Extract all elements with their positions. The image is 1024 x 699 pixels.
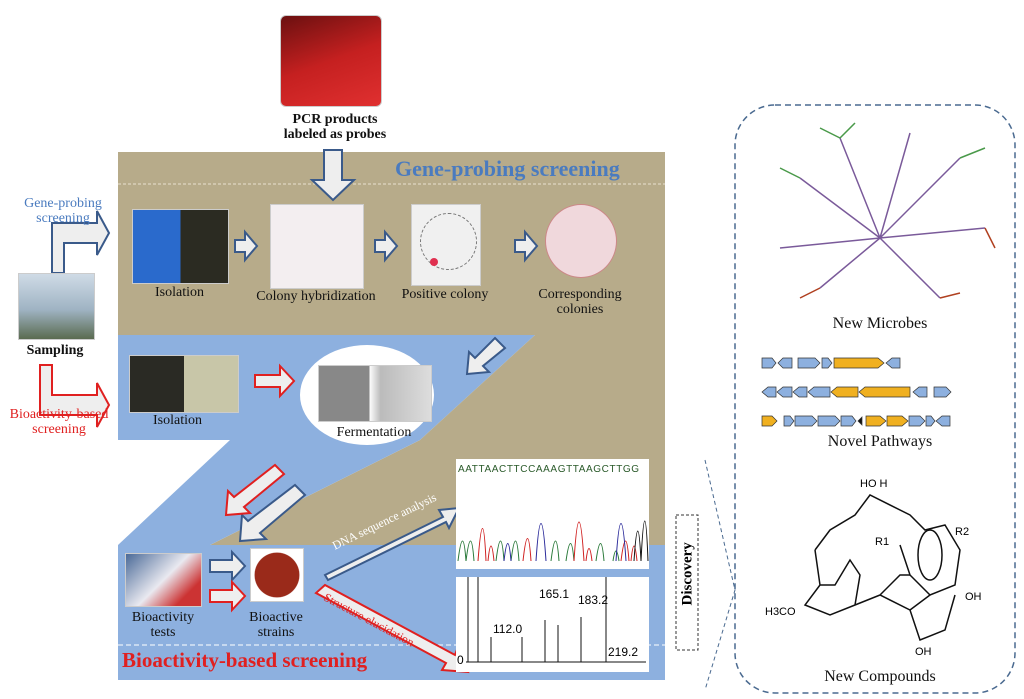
positive-colony-image (411, 204, 481, 286)
discovery-panel (734, 104, 1016, 694)
isolation-plate-image (132, 209, 229, 284)
bioactivity-isolation-label: Isolation (153, 413, 202, 428)
novel-pathways-label: Novel Pathways (827, 433, 933, 450)
new-microbes-label: New Microbes (832, 315, 928, 332)
fermentation-image (318, 365, 432, 422)
discovery-box (675, 514, 699, 651)
strains-line2: strains (257, 625, 295, 640)
phylogenetic-tree (779, 122, 996, 299)
pcr-machine-image (280, 15, 382, 107)
pcr-label-line1: PCR products (292, 112, 378, 127)
peak-label-4: 219.2 (608, 645, 639, 659)
gene-probing-side-line2: screening (36, 211, 90, 226)
compound-structure: HO H R2 R1 H3CO OH OH (765, 478, 982, 658)
svg-text:H3CO: H3CO (765, 606, 796, 618)
strains-line1: Bioactive (249, 610, 303, 625)
bioactivity-tests-image (125, 553, 202, 607)
peak-label-3: 183.2 (578, 593, 609, 607)
sampling-label: Sampling (26, 343, 84, 358)
svg-text:OH: OH (915, 646, 932, 658)
svg-text:OH: OH (965, 591, 982, 603)
chromatogram-peaks (457, 520, 649, 562)
blue-diagonal-panel (118, 440, 420, 545)
probe-down-arrow-icon (309, 149, 357, 202)
bioactivity-side-line1: Bioactivity-based (9, 407, 109, 422)
discovery-label: Discovery (679, 542, 696, 606)
bioactivity-arrow-icon (39, 364, 111, 428)
pcr-label-line2: labeled as probes (283, 127, 387, 142)
fermentation-label: Fermentation (336, 425, 412, 440)
bioactivity-isolation-image (129, 355, 239, 413)
axis-zero: 0 (457, 653, 464, 667)
bioactive-strains-image (250, 548, 304, 602)
gene-cluster-arrows (761, 357, 952, 427)
dna-sequence: AATTAACTTCCAAAGTTAAGCTTGG (458, 464, 640, 475)
tests-line2: tests (150, 625, 176, 640)
red-step-arrows-icon (209, 363, 470, 674)
step-colony-hybridization-label: Colony hybridization (256, 289, 376, 304)
dna-arrow-icon (323, 506, 461, 582)
svg-text:R1: R1 (875, 536, 889, 548)
gene-probing-side-line1: Gene-probing (24, 196, 102, 211)
peak-label-1: 112.0 (493, 622, 523, 636)
corresponding-colonies-image (545, 204, 617, 278)
bioactivity-side-line2: screening (32, 422, 86, 437)
gene-probing-title: Gene-probing screening (395, 156, 620, 181)
step-isolation-label: Isolation (155, 285, 204, 300)
peak-label-2: 165.1 (539, 587, 570, 601)
mass-spectrum: 112.0 165.1 183.2 219.2 0 (456, 577, 649, 672)
colony-hybridization-image (270, 204, 364, 289)
svg-text:R2: R2 (955, 526, 969, 538)
step-corresponding-colonies-label: Corresponding colonies (538, 287, 622, 317)
dna-chromatogram: AATTAACTTCCAAAGTTAAGCTTGG (456, 459, 649, 569)
bioactivity-title: Bioactivity-based screening (122, 648, 368, 672)
svg-text:HO H: HO H (860, 478, 888, 490)
sampling-photo (18, 273, 95, 340)
step-positive-colony-label: Positive colony (401, 287, 489, 302)
tests-line1: Bioactivity (131, 610, 195, 625)
discovery-chevron (704, 459, 736, 691)
step-arrows-icon (209, 229, 539, 583)
spectrum-peaks (466, 577, 646, 663)
new-compounds-label: New Compounds (824, 668, 936, 685)
